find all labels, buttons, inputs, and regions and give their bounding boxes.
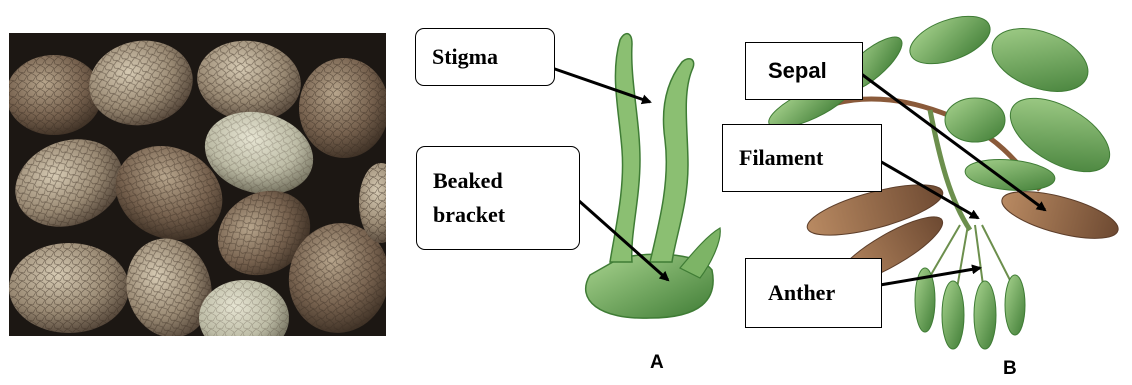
stigma-arrow	[552, 68, 650, 102]
sepal-label-text: Sepal	[768, 58, 827, 84]
beaked-bracket-line2: bracket	[433, 198, 505, 232]
panel-a-caption: A	[650, 352, 664, 374]
sepal-label: Sepal	[745, 42, 863, 100]
panel-b-caption: B	[1003, 358, 1017, 380]
stigma-label-text: Stigma	[432, 44, 498, 70]
anther-label: Anther	[745, 258, 882, 328]
beaked-bracket-label: Beaked bracket	[416, 146, 580, 250]
anther-label-text: Anther	[768, 280, 835, 306]
filament-label-text: Filament	[739, 145, 823, 171]
beaked-bracket-line1: Beaked	[433, 164, 505, 198]
beaked-bracket-label-text: Beaked bracket	[433, 164, 505, 232]
filament-label: Filament	[722, 124, 882, 192]
female-flower	[586, 34, 721, 319]
stigma-label: Stigma	[415, 28, 555, 86]
